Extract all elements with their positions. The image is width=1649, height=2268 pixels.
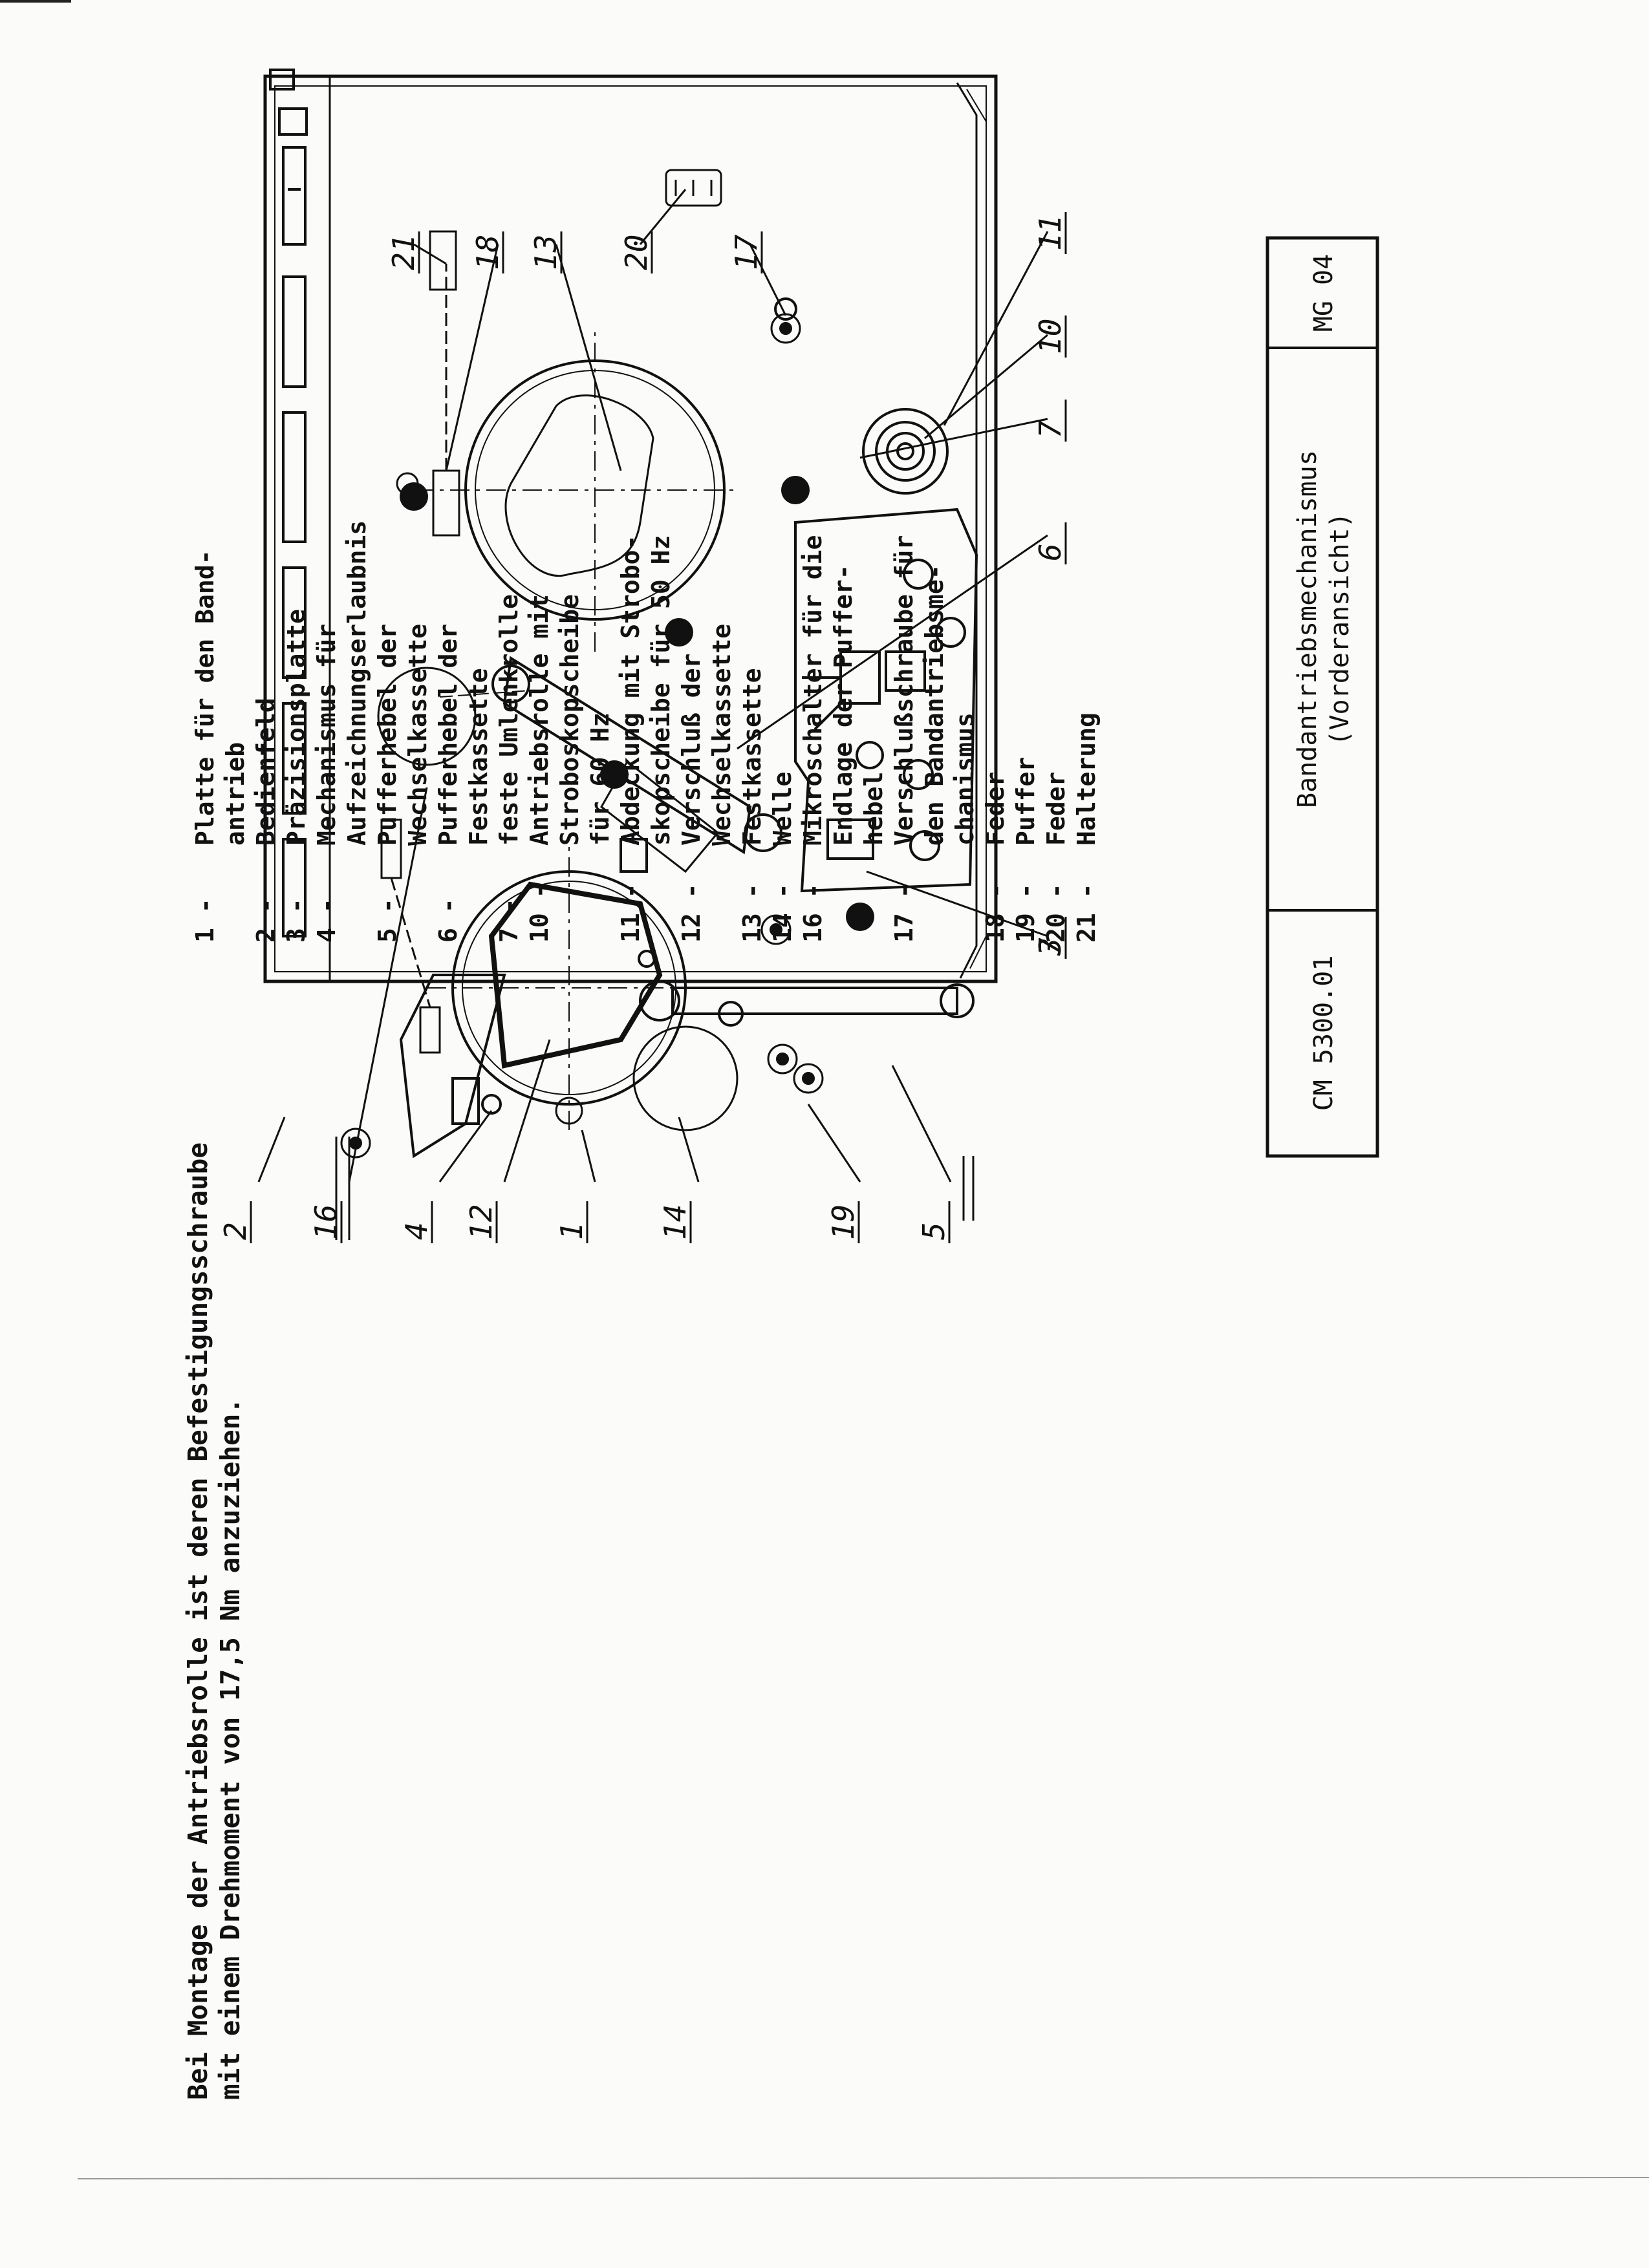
legend-text: skopscheibe für 50 Hz — [647, 535, 675, 846]
capstan-10-11 — [862, 408, 949, 495]
screws — [340, 297, 824, 1159]
leader-line — [445, 244, 499, 471]
callout-number: 4 — [399, 1222, 434, 1240]
legend-text: Verschluß der — [677, 654, 706, 846]
callout-number: 18 — [470, 235, 505, 270]
spring-left — [380, 818, 441, 1054]
legend-text: Aufzeichnungserlaubnis — [343, 520, 371, 846]
microswitch-16 — [600, 760, 720, 873]
buffer-lever-5 — [632, 980, 975, 1131]
legend-text: Festkassette — [464, 668, 493, 846]
leader-line — [555, 244, 622, 471]
legend-number: 17 - — [890, 883, 918, 943]
legend-text: Abdeckung mit Strobo- — [616, 535, 645, 846]
leader-line — [678, 1117, 700, 1182]
leader-line — [924, 334, 1048, 440]
legend-number: 12 - — [677, 883, 706, 943]
drawing-subtitle: (Vorderansicht) — [1325, 512, 1355, 745]
callout-number: 10 — [1033, 319, 1068, 354]
leader-line — [348, 787, 428, 1182]
leader-line — [503, 1039, 551, 1182]
callout-number: 20 — [619, 235, 654, 270]
legend-text: Feder — [1042, 772, 1070, 846]
callout-number: 3 — [1033, 937, 1068, 956]
callout-number: 2 — [218, 1222, 253, 1240]
note-line-2: mit einem Drehmoment von 17,5 Nm anzuzie… — [215, 1398, 246, 2100]
legend-text: Stroboskopscheibe — [555, 594, 584, 846]
exchange-cassette-12 — [427, 846, 711, 1130]
legend-number: 10 - — [525, 883, 554, 943]
callout-number: 13 — [528, 235, 563, 270]
leader-line — [943, 231, 1049, 426]
callout-number: 19 — [826, 1204, 861, 1240]
sheet-number: MG 04 — [1309, 254, 1339, 332]
callout-number: 17 — [729, 234, 764, 270]
legend-text: feste Umlenkrolle — [495, 594, 523, 846]
guide-rollers-7 — [400, 476, 874, 931]
legend-text: Pufferhebel der — [373, 624, 402, 846]
leader-line — [737, 534, 1048, 750]
legend-number: 6 - — [434, 898, 462, 943]
leader-line — [749, 244, 787, 316]
leader-line — [807, 1104, 861, 1182]
legend-number: 7 - — [495, 898, 523, 943]
callout-number: 7 — [1033, 937, 1068, 956]
leader-line — [891, 1065, 952, 1182]
callout-number: 5 — [916, 1222, 951, 1240]
legend-number: 16 - — [799, 883, 827, 943]
title-block: CM 5300.01 Bandantriebsmechanismus (Vord… — [1266, 236, 1379, 1158]
drawing-title: Bandantriebsmechanismus — [1293, 450, 1322, 808]
legend-text: Mechanismus für — [312, 624, 341, 846]
legend-text: Welle — [768, 772, 797, 846]
leader-line — [639, 189, 687, 245]
callout-number: 6 — [1033, 543, 1068, 561]
legend-number: 11 - — [616, 883, 645, 943]
legend-text: Wechselkassette — [404, 624, 432, 846]
legend-text: Wechselkassette — [707, 624, 736, 846]
legend-text: Platte für den Band- — [191, 550, 219, 846]
buffer-lever-6 — [377, 656, 782, 855]
legend-number: 21 - — [1072, 883, 1101, 943]
shaft-14 — [555, 1097, 583, 1125]
callout-number: 7 — [1033, 420, 1068, 438]
callout-number: 21 — [386, 235, 421, 270]
note-line-1: Bei Montage der Antriebsrolle ist deren … — [182, 1142, 213, 2100]
legend-text: den Bandantriebsme- — [920, 564, 949, 846]
leader-line — [859, 418, 1048, 459]
precision-plate-3 — [794, 508, 978, 893]
callout-number: 16 — [308, 1204, 343, 1240]
callout-number: 12 — [464, 1204, 499, 1240]
legend-number: 4 - — [312, 898, 341, 943]
legend-text: Endlage der Puffer- — [829, 564, 857, 846]
legend-text: antrieb — [221, 742, 250, 846]
callout-number: 1 — [554, 1222, 589, 1240]
assembly-note: Bei Montage der Antriebsrolle ist deren … — [182, 1142, 246, 2100]
legend-number: 19 - — [1011, 883, 1040, 943]
leader-line — [866, 870, 1048, 937]
leader-line — [438, 1110, 493, 1182]
callout-number: 11 — [1033, 215, 1068, 251]
legend-text: Pufferhebel der — [434, 624, 462, 846]
record-enable-4 — [399, 974, 506, 1159]
leader-line — [581, 1129, 596, 1182]
drawing-number: CM 5300.01 — [1309, 956, 1339, 1111]
bottom-edge-line — [77, 2177, 1649, 2179]
leader-line — [257, 1117, 286, 1182]
legend-text: Festkassette — [738, 668, 766, 846]
legend-text: Puffer — [1011, 757, 1040, 846]
control-panel — [264, 69, 331, 983]
legend-text: chanismus — [951, 712, 979, 846]
callout-number: 14 — [658, 1204, 693, 1240]
legend-number: 1 - — [191, 898, 219, 943]
spring-20 — [665, 169, 722, 207]
legend-text: Halterung — [1072, 712, 1101, 846]
